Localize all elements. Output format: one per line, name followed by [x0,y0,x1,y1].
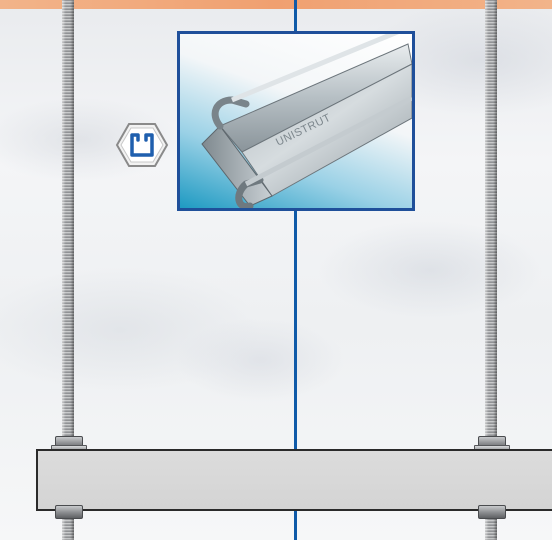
strut-channel-illustration: UNISTRUT [201,34,412,208]
strut-channel-photo: UNISTRUT [177,31,415,211]
strut-channel-beam [36,449,552,511]
channel-profile-badge [115,121,169,169]
hex-nut-left-lower [55,505,83,519]
channel-profile-icon [115,123,169,167]
threaded-rod-right [485,0,497,540]
center-divider-line [294,0,297,540]
hex-nut-right-lower [478,505,506,519]
top-accent-band [0,0,552,9]
threaded-rod-left [62,0,74,540]
